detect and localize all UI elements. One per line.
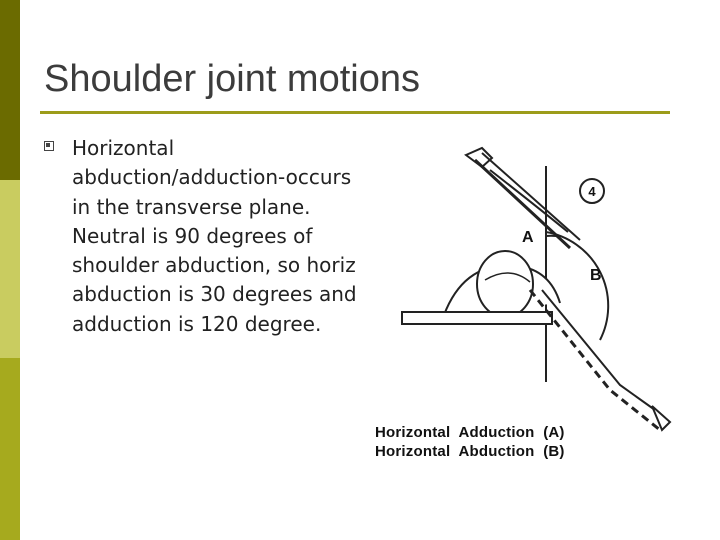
slide-title: Shoulder joint motions bbox=[44, 58, 420, 100]
caption-abduction: Horizontal Abduction (B) bbox=[375, 443, 565, 460]
lowered-hand bbox=[651, 405, 672, 432]
sidebar-block-top bbox=[0, 0, 20, 180]
step-number-label: 4 bbox=[588, 184, 596, 199]
arc-b bbox=[545, 231, 610, 341]
label-a: A bbox=[522, 229, 534, 246]
lowered-arm-dashed bbox=[528, 289, 661, 432]
caption-adduction: Horizontal Adduction (A) bbox=[375, 424, 565, 441]
sidebar-block-bottom bbox=[0, 358, 20, 540]
sidebar-block-middle bbox=[0, 180, 20, 358]
label-b: B bbox=[590, 267, 602, 284]
sidebar-accent bbox=[0, 0, 20, 540]
step-number-circle bbox=[579, 178, 605, 204]
bullet-text: Horizontal abduction/adduction-occurs in… bbox=[72, 136, 357, 336]
title-underline bbox=[40, 111, 670, 114]
shoulder-motion-diagram: 4 A B bbox=[401, 146, 672, 432]
lowered-arm-outline bbox=[541, 289, 656, 411]
arm-upper-outline bbox=[489, 169, 569, 233]
hair-line bbox=[484, 272, 531, 283]
head bbox=[476, 250, 534, 318]
table-top bbox=[401, 311, 553, 325]
bullet-square-icon bbox=[44, 141, 54, 151]
raised-arm-line-b bbox=[481, 152, 581, 241]
